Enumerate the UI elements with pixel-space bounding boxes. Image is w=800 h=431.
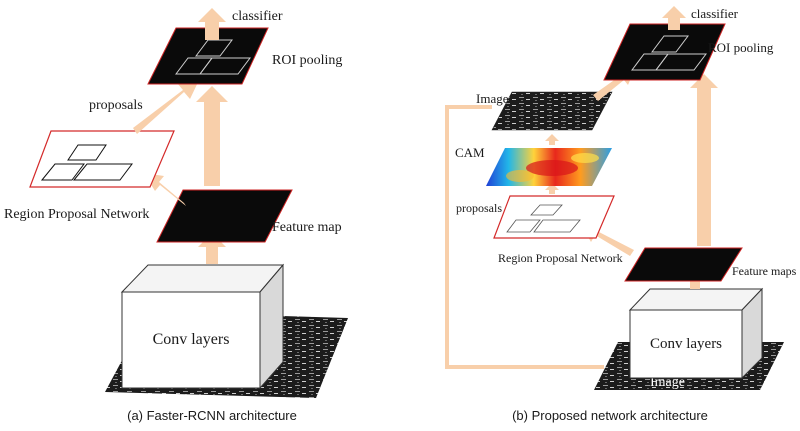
caption-b: (b) Proposed network architecture bbox=[512, 408, 708, 423]
arrow-proposals-to-cam-b bbox=[545, 183, 559, 194]
image-bottom-label-b: Image bbox=[650, 375, 685, 390]
proposals-plate-b bbox=[493, 195, 615, 239]
feature-map-plate-a bbox=[156, 189, 293, 243]
arrow-feature-to-roi-b bbox=[690, 74, 718, 246]
conv-layers-block-b: Conv layers bbox=[628, 287, 764, 380]
feature-map-label-a: Feature map bbox=[272, 220, 342, 235]
image-top-label-b: Image bbox=[476, 91, 509, 106]
panel-b: Image Conv layers Feature maps proposals… bbox=[445, 6, 797, 423]
caption-a: (a) Faster-RCNN architecture bbox=[127, 408, 297, 423]
panel-a: Conv layers Feature map proposals Region… bbox=[4, 8, 348, 423]
arrow-feature-to-roi-a bbox=[196, 86, 228, 186]
classifier-label-a: classifier bbox=[232, 9, 283, 24]
roi-pooling-label-a: ROI pooling bbox=[272, 53, 342, 68]
arrow-cam-to-image-b bbox=[545, 134, 559, 145]
arrow-roi-to-classifier-a bbox=[198, 8, 226, 40]
conv-layers-label-a: Conv layers bbox=[153, 331, 230, 348]
cam-heatmap-plate-b bbox=[486, 148, 612, 186]
conv-layers-block-a: Conv layers bbox=[120, 263, 285, 390]
proposals-plate-a bbox=[29, 130, 175, 188]
feature-maps-label-b: Feature maps bbox=[732, 264, 797, 278]
feature-maps-plate-b bbox=[624, 247, 743, 282]
cam-label-b: CAM bbox=[455, 145, 485, 160]
rpn-label-b: Region Proposal Network bbox=[498, 251, 623, 265]
image-top-plate-b bbox=[491, 91, 613, 131]
roi-pooling-label-b: ROI pooling bbox=[708, 40, 774, 55]
proposals-label-a: proposals bbox=[89, 98, 143, 113]
arrow-roi-to-classifier-b bbox=[662, 6, 686, 30]
conv-layers-label-b: Conv layers bbox=[650, 336, 722, 352]
roi-pooling-plate-b bbox=[603, 23, 726, 81]
arrow-proposals-to-roi-a bbox=[133, 78, 200, 134]
proposals-label-b: proposals bbox=[456, 201, 502, 215]
rpn-label-a: Region Proposal Network bbox=[4, 207, 149, 222]
feedback-line-b bbox=[445, 105, 604, 369]
classifier-label-b: classifier bbox=[691, 6, 739, 21]
roi-pooling-plate-a bbox=[147, 27, 269, 85]
arrow-feature-to-proposals-a bbox=[144, 173, 186, 206]
